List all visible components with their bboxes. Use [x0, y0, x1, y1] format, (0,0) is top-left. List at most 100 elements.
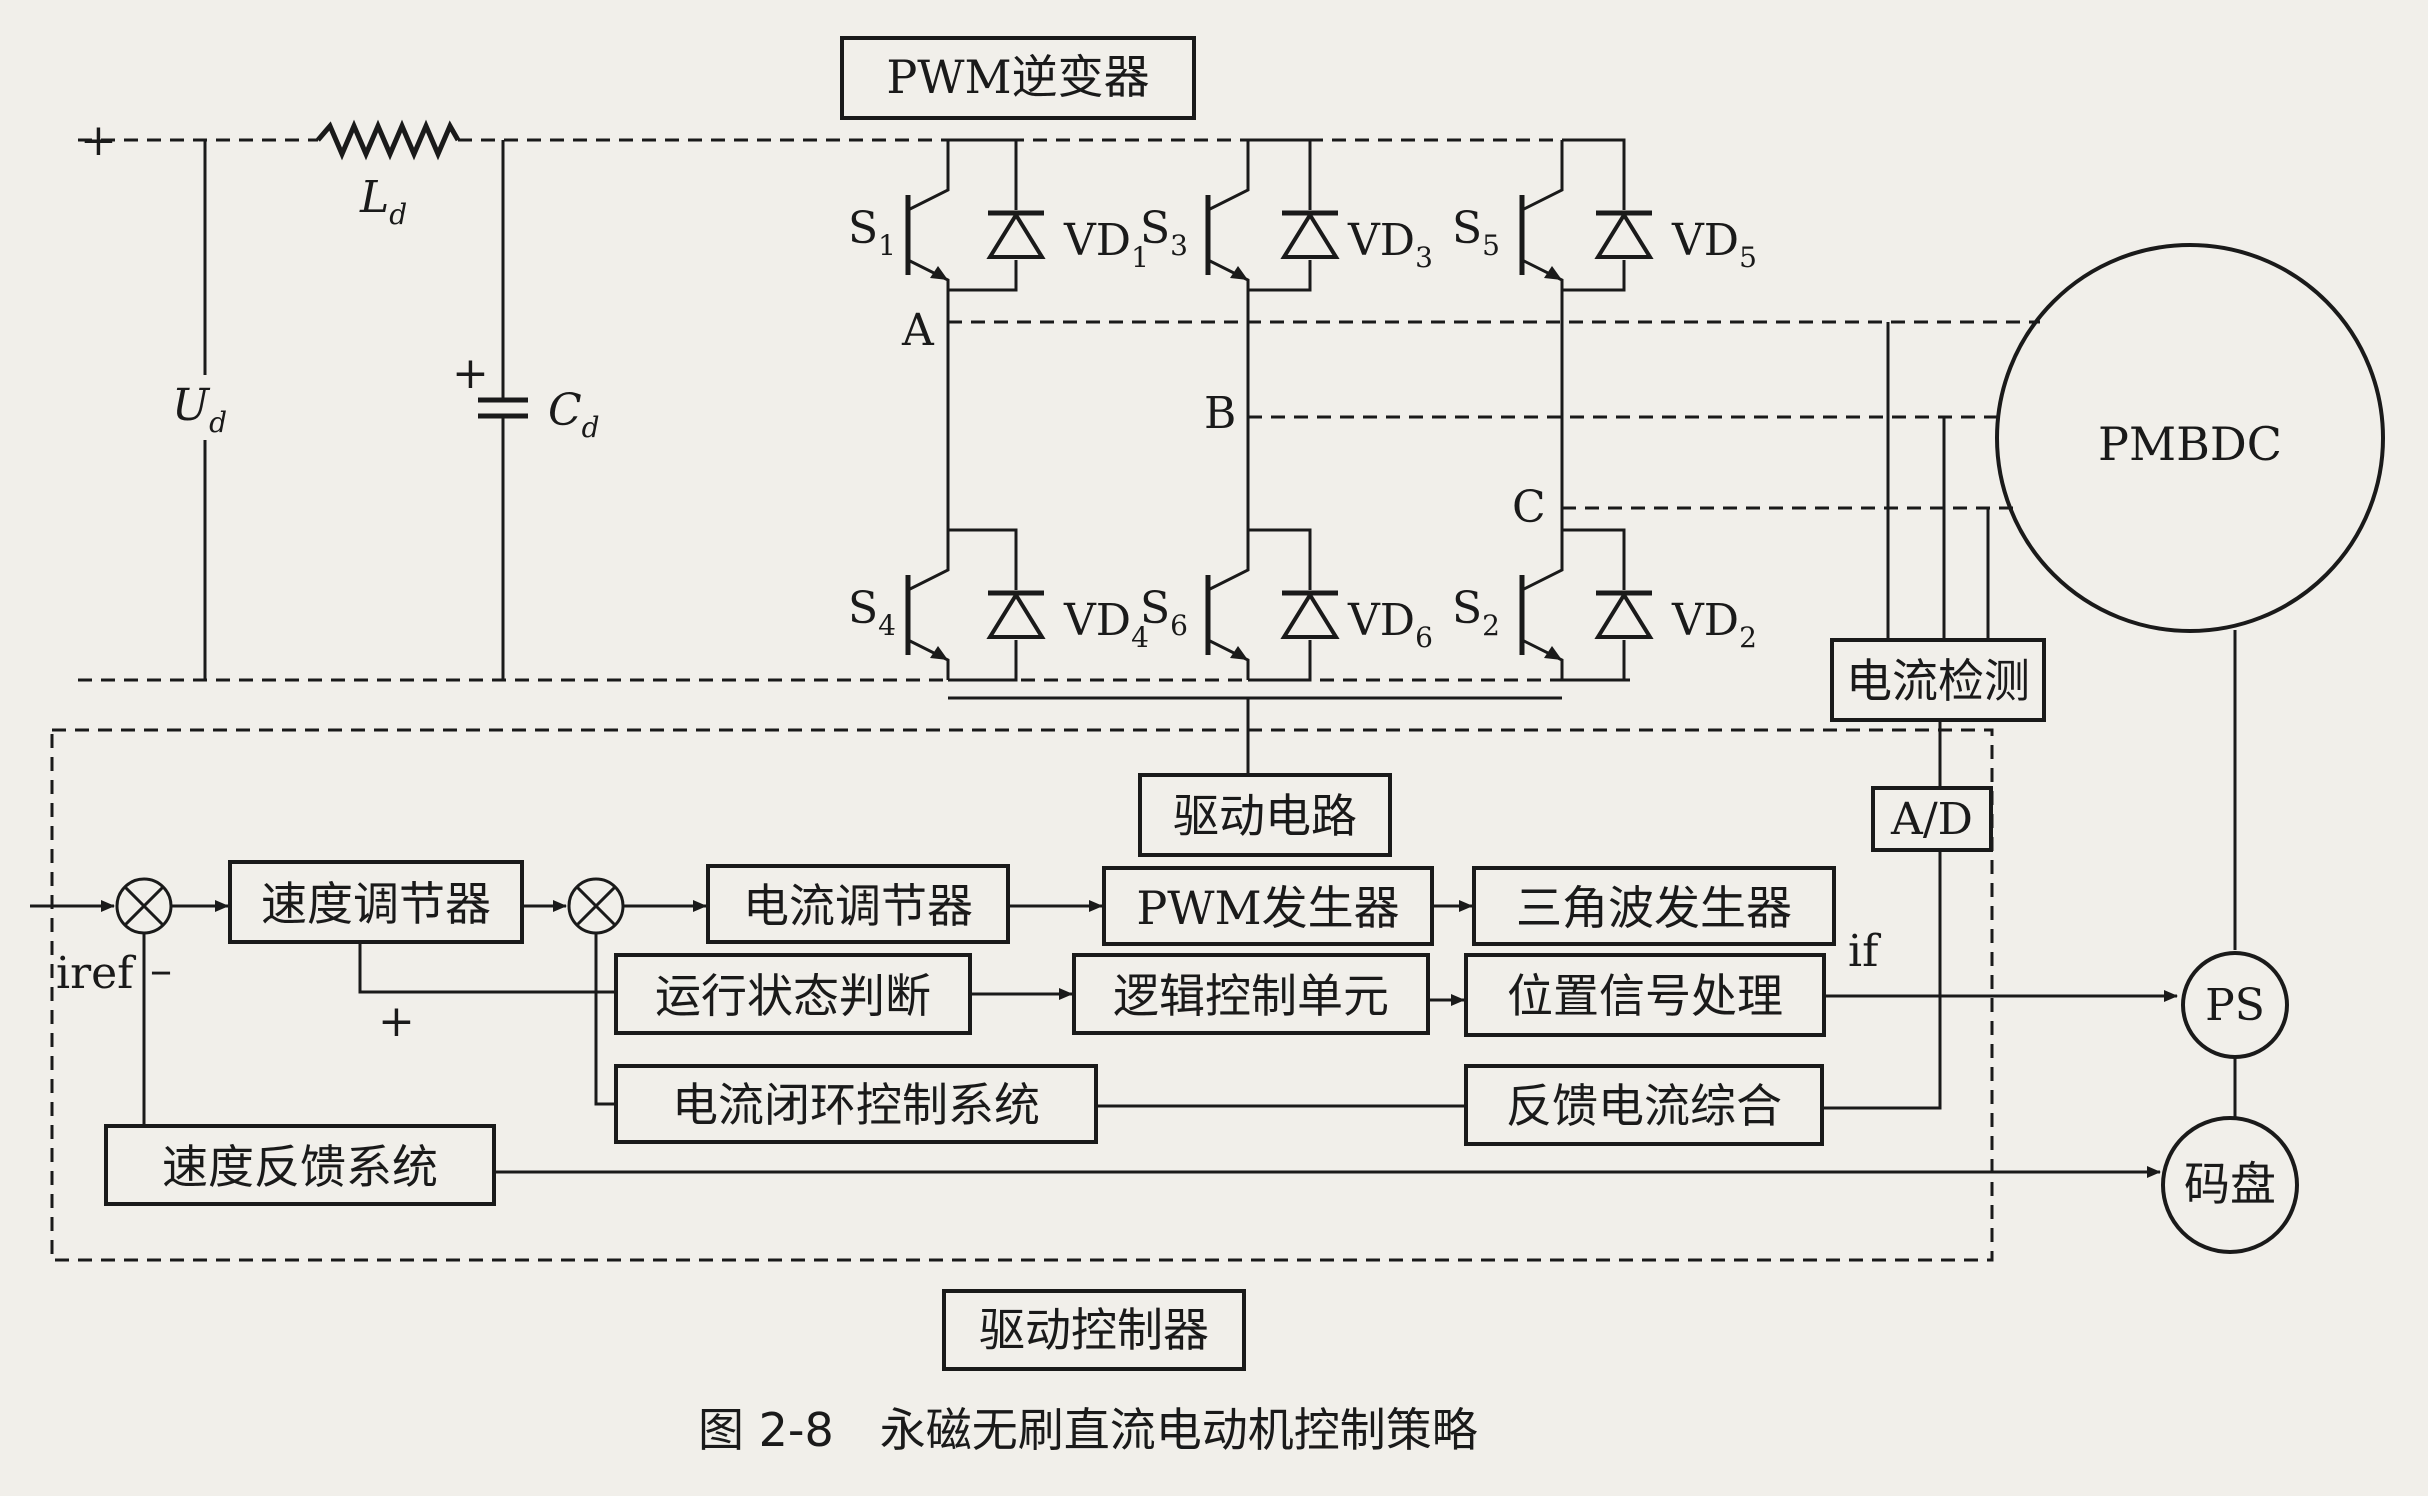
diode-label-sub: 3: [1415, 241, 1433, 274]
speed-regulator-box: [228, 860, 524, 944]
diode-symbol: [1594, 591, 1654, 639]
igbt-emitter: [1521, 638, 1564, 680]
speed-to-runstate-wire: [358, 942, 614, 994]
switch-label: S4: [848, 583, 896, 642]
switch-label: S1: [848, 203, 896, 262]
current-regulator-box: [706, 864, 1010, 944]
igbt-emitter-arrow: [1230, 266, 1248, 280]
ps-label: PS: [2205, 980, 2265, 1031]
diode-label: VD6: [1347, 595, 1433, 654]
igbt-emitter-arrow: [1544, 646, 1562, 660]
plus-label: +: [378, 996, 415, 1047]
minus-label: –: [150, 945, 172, 996]
ad-label: A/D: [1890, 794, 1973, 845]
controller-title: 驱动控制器: [979, 1303, 1209, 1357]
phase-a-label: A: [901, 305, 935, 356]
igbt-emitter: [907, 638, 950, 680]
igbt-collector: [1207, 140, 1250, 212]
ud-label: Ud: [172, 380, 227, 439]
sum2-feedback-wire: [594, 933, 616, 1106]
diode-symbol: [986, 591, 1046, 639]
inverter-title: PWM逆变器: [886, 50, 1149, 104]
diode-symbol: [1280, 591, 1340, 639]
figure-caption: 图 2-8 永磁无刷直流电动机控制策略: [698, 1403, 1478, 1457]
switch-label-main: S: [1140, 203, 1170, 254]
inductor-label: Ld: [359, 172, 407, 231]
switch-label-main: S: [1452, 583, 1482, 634]
drive-circuit-label: 驱动电路: [1173, 789, 1357, 843]
encoder-label: 码盘: [2184, 1157, 2276, 1211]
diode-label-main: VD: [1671, 215, 1739, 266]
diode-label-main: VD: [1671, 595, 1739, 646]
capacitor-plus: +: [452, 348, 489, 399]
drive-circuit-box: [1138, 773, 1392, 857]
encoder-circle: [2161, 1116, 2299, 1254]
if-label: if: [1848, 926, 1881, 977]
switch-label-main: S: [848, 583, 878, 634]
switch-label-sub: 3: [1170, 229, 1188, 262]
inductor-symbol: [316, 119, 461, 161]
speed-feedback-box: [104, 1124, 496, 1206]
diode-branch: [1248, 528, 1312, 682]
pwm-generator-label: PWM发生器: [1136, 881, 1399, 935]
diode-label-sub: 2: [1739, 621, 1757, 654]
switch-label-sub: 5: [1482, 229, 1500, 262]
current-feedback-wire: [1822, 720, 1942, 1110]
current-regulator-label: 电流调节器: [743, 879, 973, 933]
diode-label: VD3: [1347, 215, 1433, 274]
current-detect-box: [1830, 638, 2046, 722]
motor-label: PMBDC: [2098, 417, 2282, 471]
controller-frame: [50, 728, 1994, 1262]
switch-label-main: S: [848, 203, 878, 254]
switch-label-sub: 1: [878, 229, 896, 262]
diode-label: VD4: [1063, 595, 1149, 654]
iref-label: iref: [56, 948, 136, 999]
motor-circle: [1995, 243, 2385, 633]
diode-branch: [1562, 528, 1626, 682]
igbt-emitter-arrow: [1544, 266, 1562, 280]
igbt-emitter-arrow: [1230, 646, 1248, 660]
diode-label-main: VD: [1063, 595, 1131, 646]
diode-label-main: VD: [1347, 595, 1415, 646]
capacitor-label: Cd: [548, 385, 600, 444]
igbt-collector: [1521, 530, 1564, 592]
igbt-collector: [1207, 530, 1250, 592]
igbt-collector: [907, 140, 950, 212]
logic-unit-label: 逻辑控制单元: [1113, 969, 1389, 1023]
sum-junction-2: [567, 877, 625, 935]
switch-label-main: S: [1452, 203, 1482, 254]
switch-label-sub: 6: [1170, 609, 1188, 642]
diode-branch: [1248, 138, 1312, 292]
diode-label-sub: 5: [1739, 241, 1757, 274]
diode-label-sub: 1: [1131, 241, 1149, 274]
phase-b-label: B: [1204, 388, 1236, 439]
switch-label-main: S: [1140, 583, 1170, 634]
diode-branch: [948, 138, 1018, 292]
igbt-collector: [907, 530, 950, 592]
triangle-generator-box: [1472, 866, 1836, 946]
igbt-collector: [1521, 140, 1564, 212]
current-detect-label: 电流检测: [1846, 654, 2030, 708]
diode-branch: [948, 528, 1018, 682]
diode-symbol: [986, 211, 1046, 259]
current-loop-label: 电流闭环控制系统: [672, 1078, 1040, 1132]
diode-label-sub: 4: [1131, 621, 1149, 654]
switch-label: S2: [1452, 583, 1500, 642]
diode-label-main: VD: [1347, 215, 1415, 266]
diode-label: VD1: [1063, 215, 1149, 274]
gate-drive-bus: [948, 696, 1562, 775]
diode-label: VD2: [1671, 595, 1757, 654]
current-sense-taps: [1886, 322, 1990, 640]
switch-label: S6: [1140, 583, 1188, 642]
diode-symbol: [1280, 211, 1340, 259]
switch-label: S5: [1452, 203, 1500, 262]
switch-label-sub: 2: [1482, 609, 1500, 642]
speed-regulator-label: 速度调节器: [261, 877, 491, 931]
igbt-emitter: [1207, 638, 1250, 680]
